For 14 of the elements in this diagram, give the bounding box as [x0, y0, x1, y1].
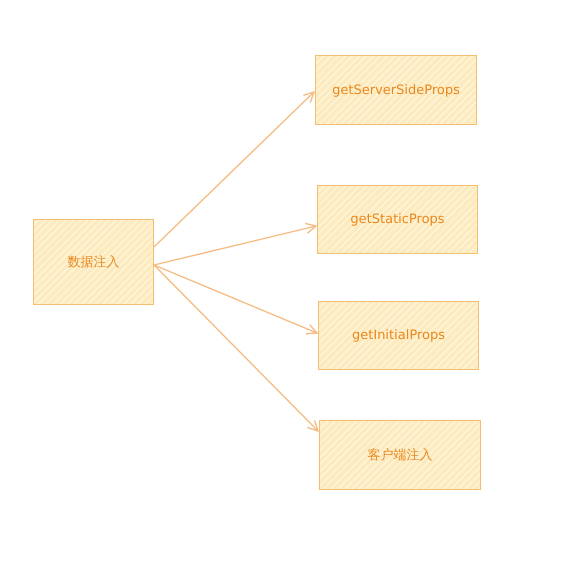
node-label: getStaticProps	[350, 212, 445, 227]
arrow	[154, 91, 315, 248]
node-label: 数据注入	[68, 254, 120, 271]
process-box	[319, 420, 481, 490]
node-label: 客户端注入	[368, 447, 432, 464]
arrow	[154, 264, 318, 334]
process-box	[33, 219, 154, 305]
arrow	[154, 264, 319, 432]
node-label: getInitialProps	[352, 328, 445, 343]
node-label: getServerSideProps	[332, 82, 460, 98]
process-box	[317, 185, 478, 254]
process-box	[315, 55, 477, 125]
process-box	[318, 301, 479, 370]
arrow	[154, 222, 317, 266]
